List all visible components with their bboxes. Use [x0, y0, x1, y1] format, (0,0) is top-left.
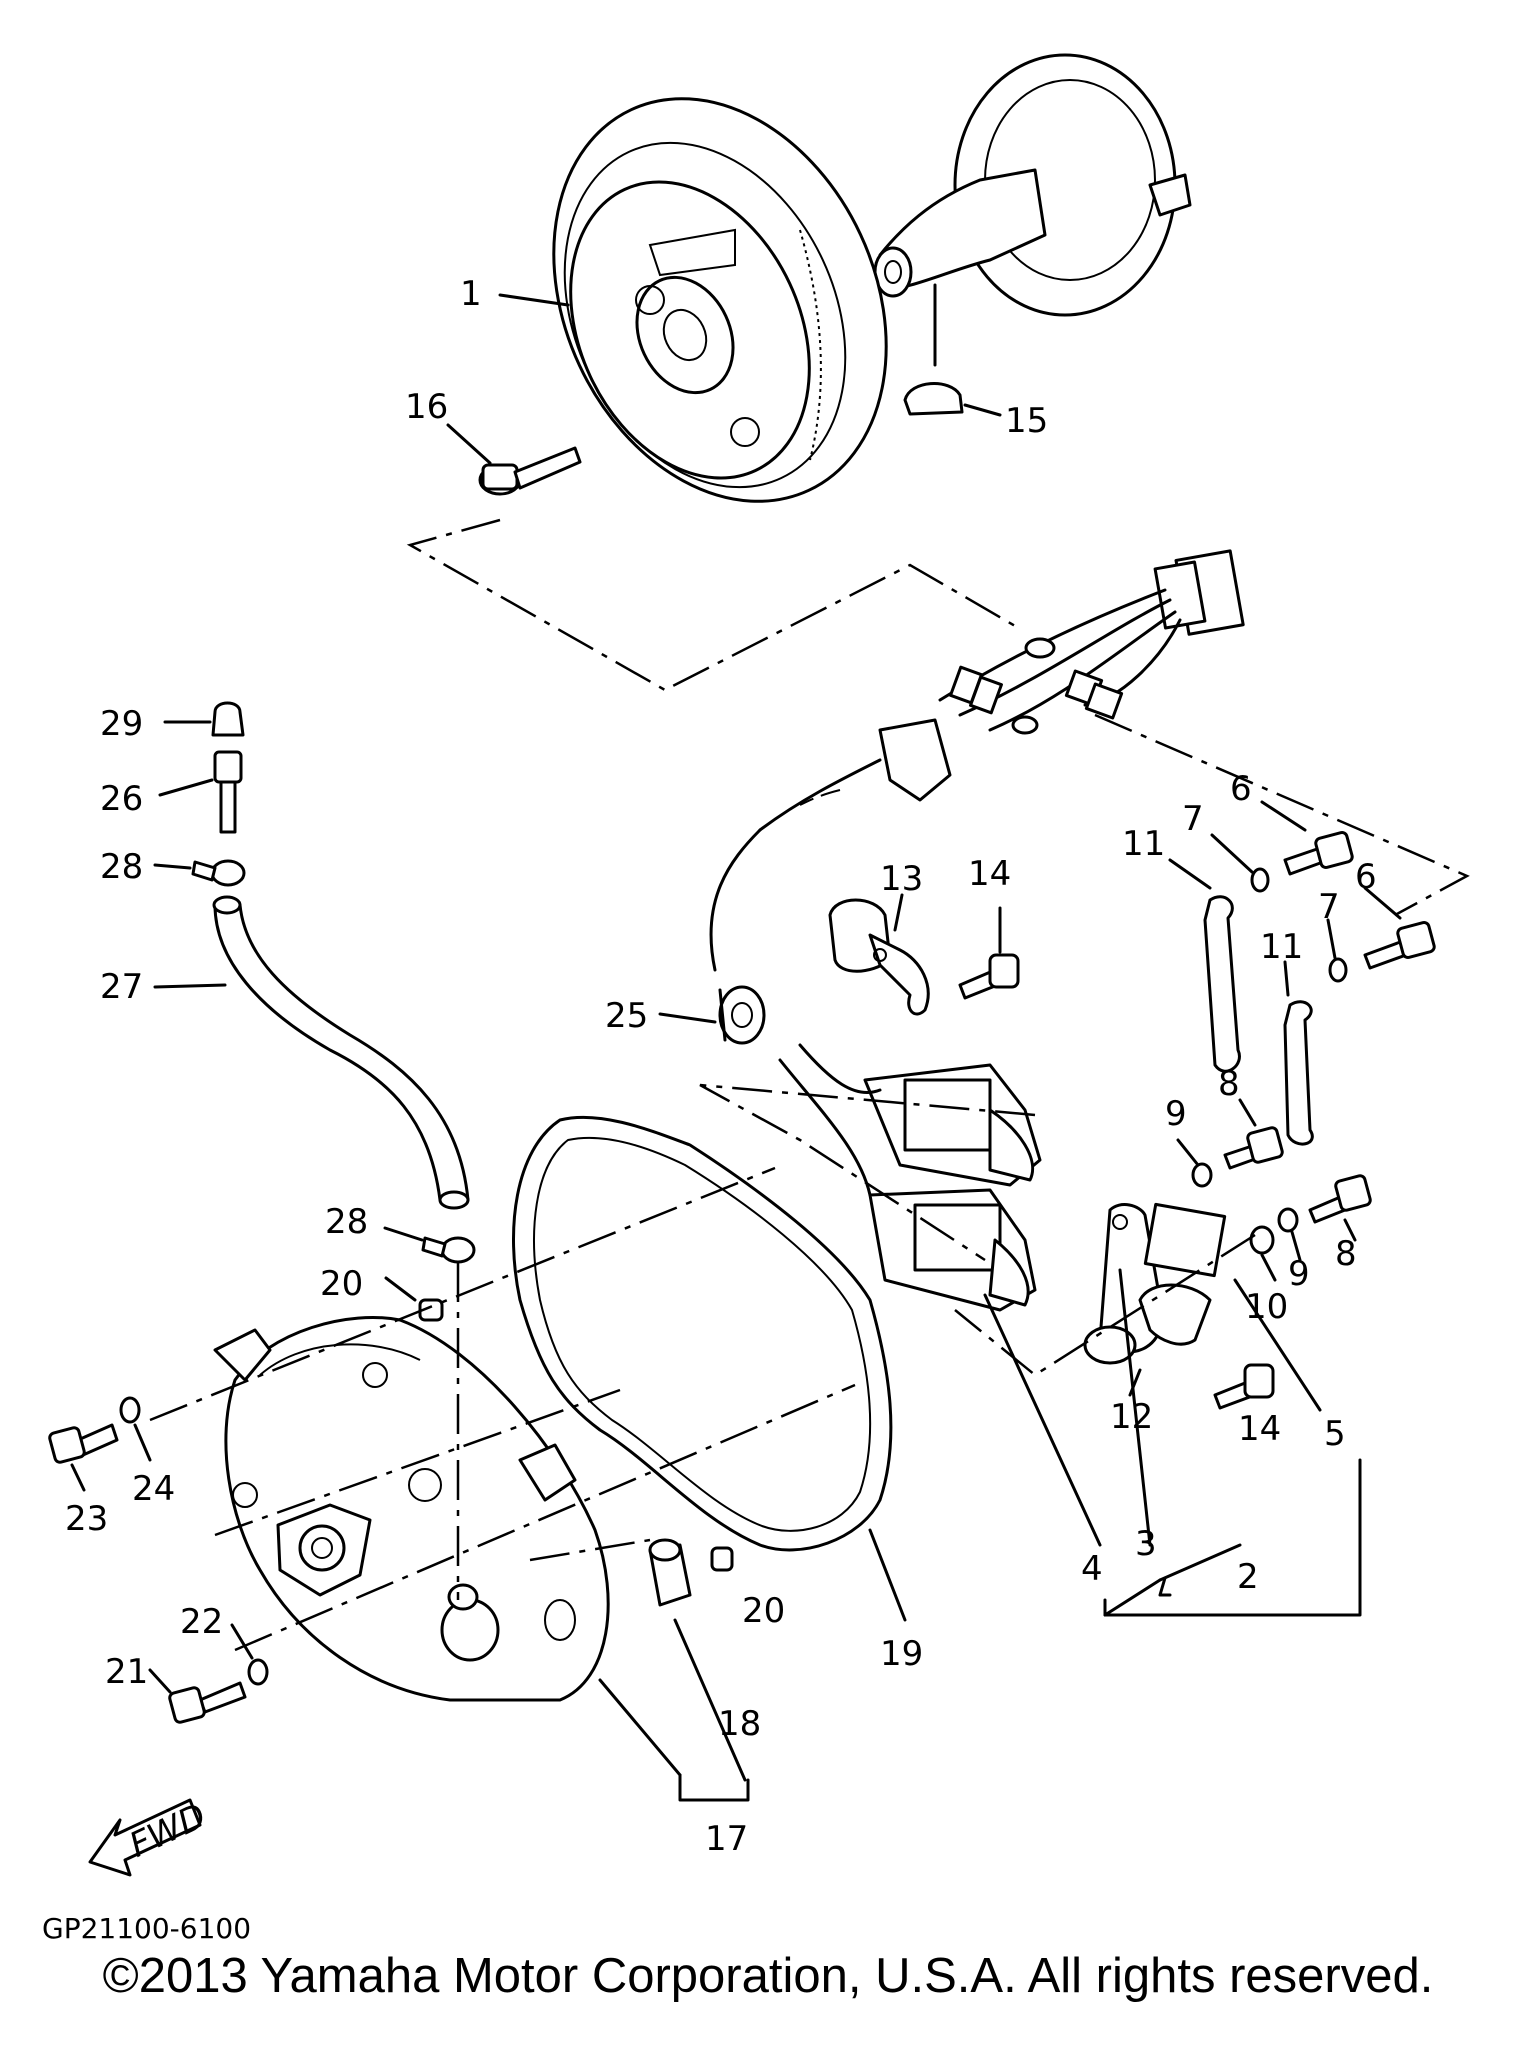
lead-wire — [1203, 895, 1241, 1073]
callout-12: 12 — [1110, 1397, 1153, 1437]
callout-1: 1 — [460, 274, 482, 314]
callout-26: 26 — [100, 779, 143, 819]
generator-cover — [213, 1316, 610, 1702]
washer — [1328, 957, 1348, 983]
washer — [1250, 867, 1270, 893]
hose-clip — [421, 1236, 476, 1264]
gasket — [512, 1115, 893, 1552]
washer — [1249, 1225, 1275, 1255]
callout-10: 10 — [1245, 1287, 1288, 1327]
washer — [247, 1658, 269, 1686]
hose — [213, 903, 442, 1202]
hose-fitting — [213, 750, 243, 834]
callout-18: 18 — [718, 1704, 761, 1744]
callout-27: 27 — [100, 967, 143, 1007]
callout-20b: 20 — [742, 1591, 785, 1631]
callout-11b: 11 — [1260, 927, 1303, 967]
callout-15: 15 — [1005, 401, 1048, 441]
callout-9b: 9 — [1288, 1254, 1310, 1294]
callout-4: 4 — [1081, 1549, 1103, 1589]
bolt — [48, 1423, 119, 1464]
callout-20a: 20 — [320, 1264, 363, 1304]
flywheel-rotor — [552, 97, 888, 503]
callout-11a: 11 — [1122, 824, 1165, 864]
callout-2: 2 — [1237, 1557, 1259, 1597]
fwd-label: FWD — [123, 1796, 212, 1866]
fwd-arrow-icon: FWD — [88, 1796, 212, 1877]
cap — [211, 701, 245, 737]
callout-28a: 28 — [100, 847, 143, 887]
screw — [1213, 1363, 1275, 1410]
callout-25: 25 — [605, 996, 648, 1036]
copyright-notice: ©2013 Yamaha Motor Corporation, U.S.A. A… — [102, 1949, 1434, 2003]
bolt — [1283, 830, 1354, 876]
bolt — [168, 1681, 247, 1724]
washer — [1191, 1162, 1213, 1188]
callout-6b: 6 — [1355, 857, 1377, 897]
callout-23: 23 — [65, 1499, 108, 1539]
callout-29: 29 — [100, 704, 143, 744]
callout-9a: 9 — [1165, 1094, 1187, 1134]
callout-21: 21 — [105, 1652, 148, 1692]
bolt — [1308, 1174, 1372, 1224]
lead-wire — [1283, 1000, 1314, 1146]
callout-28b: 28 — [325, 1202, 368, 1242]
callout-17: 17 — [705, 1819, 748, 1859]
stator-coil — [868, 1188, 1037, 1312]
woodruff-key — [903, 382, 964, 416]
pickup-coil — [828, 898, 930, 1016]
dowel-pin — [648, 1538, 692, 1607]
diagram-code: GP21100-6100 — [42, 1912, 251, 1945]
wire-harness — [709, 549, 1245, 972]
callout-7b: 7 — [1318, 887, 1340, 927]
screw — [958, 953, 1020, 1000]
lighting-coil — [1098, 1202, 1227, 1358]
hose-clip — [191, 859, 246, 887]
washer — [119, 1396, 141, 1424]
callout-7a: 7 — [1182, 799, 1204, 839]
callout-14a: 14 — [968, 854, 1011, 894]
callout-19: 19 — [880, 1634, 923, 1674]
bolt — [1363, 920, 1436, 970]
crankshaft-hub — [873, 53, 1192, 317]
callout-14b: 14 — [1238, 1409, 1281, 1449]
callout-3: 3 — [1135, 1524, 1157, 1564]
callout-5: 5 — [1324, 1414, 1346, 1454]
callout-22: 22 — [180, 1602, 223, 1642]
callout-8b: 8 — [1335, 1234, 1357, 1274]
dowel-pin — [710, 1546, 734, 1572]
washer — [1277, 1207, 1299, 1233]
flywheel-bolt — [478, 446, 582, 496]
stator-coil — [863, 1063, 1042, 1187]
callout-24: 24 — [132, 1469, 175, 1509]
callout-8a: 8 — [1218, 1064, 1240, 1104]
grommet — [718, 985, 766, 1045]
bolt — [1223, 1126, 1284, 1170]
callout-6a: 6 — [1230, 769, 1252, 809]
callout-16: 16 — [405, 387, 448, 427]
callout-13: 13 — [880, 859, 923, 899]
